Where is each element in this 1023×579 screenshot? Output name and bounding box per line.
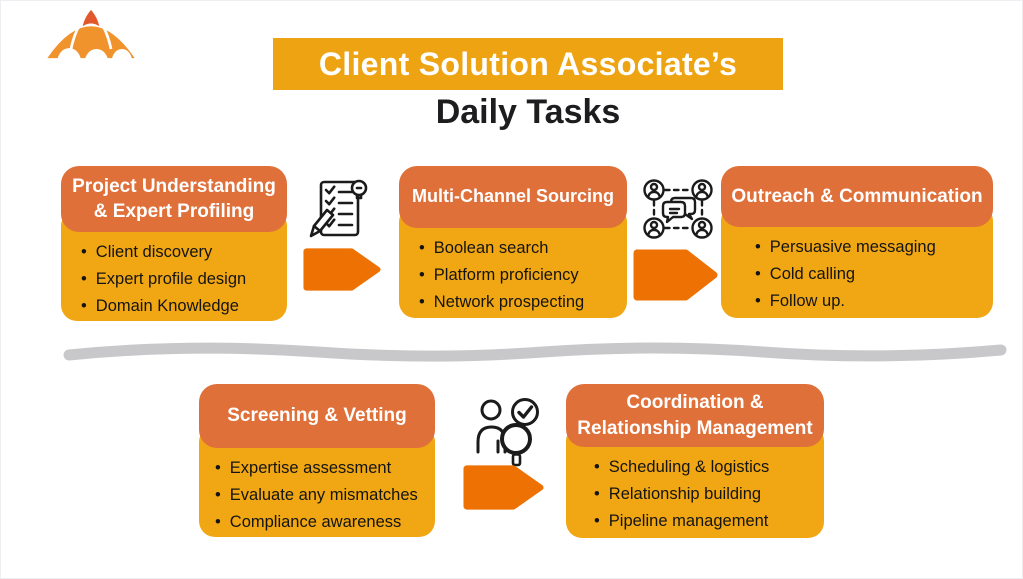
bullet-item: Persuasive messaging [755, 234, 989, 261]
card-bullet-list: Boolean search Platform proficiency Netw… [399, 235, 627, 316]
bullet-item: Platform proficiency [419, 262, 623, 289]
card-screening-vetting: Screening & Vetting Expertise assessment… [199, 384, 435, 537]
dome-logo-icon [47, 9, 135, 59]
card-title: Coordination & Relationship Management [566, 384, 824, 447]
card-project-understanding: Project Understanding & Expert Profiling… [61, 166, 287, 321]
bullet-item: Evaluate any mismatches [215, 482, 431, 509]
bullet-item: Expertise assessment [215, 455, 431, 482]
bullet-item: Expert profile design [81, 266, 283, 293]
bullet-item: Cold calling [755, 261, 989, 288]
right-arrow-icon [303, 248, 381, 291]
bullet-item: Client discovery [81, 239, 283, 266]
page-subtitle: Daily Tasks [435, 93, 621, 131]
people-discussion-icon [643, 179, 713, 239]
card-title: Project Understanding & Expert Profiling [61, 166, 287, 232]
bullet-item: Boolean search [419, 235, 623, 262]
right-arrow-icon [463, 465, 544, 510]
checklist-pencil-icon [309, 179, 368, 238]
card-outreach-communication: Outreach & Communication Persuasive mess… [721, 166, 993, 318]
card-title: Screening & Vetting [199, 384, 435, 448]
card-bullet-list: Client discovery Expert profile design D… [61, 239, 287, 320]
bullet-item: Pipeline management [594, 508, 820, 535]
bullet-item: Domain Knowledge [81, 293, 283, 320]
right-arrow-icon [633, 249, 718, 301]
card-title: Multi-Channel Sourcing [399, 166, 627, 228]
card-coordination-relationship: Coordination & Relationship Management S… [566, 384, 824, 538]
card-bullet-list: Persuasive messaging Cold calling Follow… [721, 234, 993, 315]
card-bullet-list: Scheduling & logistics Relationship buil… [566, 454, 824, 535]
bullet-item: Compliance awareness [215, 509, 431, 536]
wavy-divider [63, 342, 1007, 362]
banner-title-text: Client Solution Associate’s [318, 45, 738, 82]
title-banner: Client Solution Associate’s [273, 38, 783, 90]
bullet-item: Follow up. [755, 288, 989, 315]
card-bullet-list: Expertise assessment Evaluate any mismat… [199, 455, 435, 536]
card-multi-channel-sourcing: Multi-Channel Sourcing Boolean search Pl… [399, 166, 627, 318]
bullet-item: Scheduling & logistics [594, 454, 820, 481]
bullet-item: Relationship building [594, 481, 820, 508]
candidate-screening-icon [476, 398, 539, 467]
bullet-item: Network prospecting [419, 289, 623, 316]
card-title: Outreach & Communication [721, 166, 993, 227]
